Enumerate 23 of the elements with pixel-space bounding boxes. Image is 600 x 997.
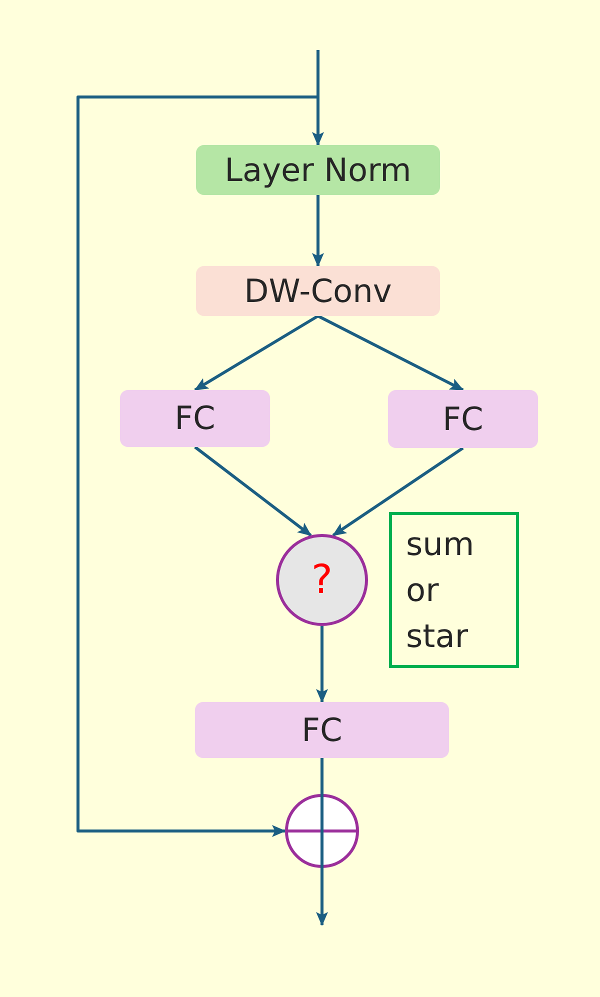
operator-symbol: ? [311, 558, 333, 602]
arrow [312, 195, 324, 267]
box-label: DW-Conv [244, 272, 392, 310]
box-label: FC [442, 400, 484, 438]
box-label: Layer Norm [224, 152, 412, 188]
box-label: FC [174, 400, 216, 437]
process-box [388, 390, 538, 448]
process-box [196, 145, 440, 195]
note-box [389, 512, 519, 668]
arrow [317, 314, 464, 392]
connector-line [320, 758, 324, 794]
arrow [312, 50, 324, 146]
note-text: sum or star [406, 524, 476, 657]
box-label: FC [302, 712, 342, 748]
arrow [194, 314, 319, 392]
arrow [76, 96, 318, 837]
arrow [332, 446, 464, 537]
process-box [120, 390, 270, 447]
arrow [194, 446, 312, 537]
process-box [196, 266, 440, 316]
arrow [316, 868, 328, 926]
process-box [195, 702, 449, 758]
arrow [316, 626, 328, 703]
